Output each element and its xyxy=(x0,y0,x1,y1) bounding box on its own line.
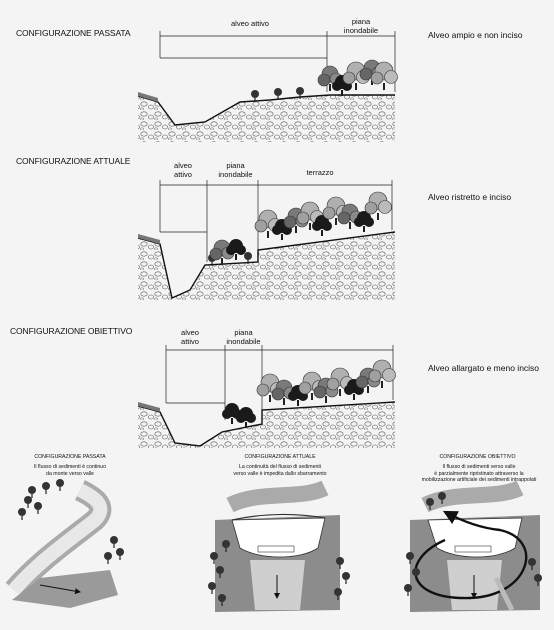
profile-current xyxy=(137,180,396,300)
map-current xyxy=(208,480,350,612)
label-active-channel: alveo attivo xyxy=(174,161,192,179)
label-floodplain: piana inondabile xyxy=(218,161,253,179)
section-description-current: Alveo ristretto e inciso xyxy=(428,192,512,202)
label-floodplain: piana inondabile xyxy=(343,17,379,35)
profile-target xyxy=(137,345,396,448)
label-active-channel: alveo attivo xyxy=(231,19,269,28)
bottom-title-target: CONFIGURAZIONE OBIETTIVO xyxy=(439,454,516,460)
bottom-text-current: La continuità del flusso di sedimenti ve… xyxy=(233,464,327,477)
bottom-text-target: Il flusso di sedimenti verso valle è par… xyxy=(421,464,537,483)
profile-past xyxy=(137,31,398,142)
label-active-channel: alveo attivo xyxy=(181,328,199,346)
bottom-title-current: CONFIGURAZIONE ATTUALE xyxy=(244,454,316,460)
bottom-title-past: CONFIGURAZIONE PASSATA xyxy=(34,454,106,460)
section-description-target: Alveo allargato e meno inciso xyxy=(428,363,540,373)
bottom-text-past: Il flusso di sedimenti è continuo da mon… xyxy=(33,464,107,477)
label-floodplain: piana inondabile xyxy=(226,328,261,346)
section-title-current: CONFIGURAZIONE ATTUALE xyxy=(16,156,131,166)
map-past xyxy=(5,479,124,608)
label-terrace: terrazzo xyxy=(306,168,334,177)
section-title-target: CONFIGURAZIONE OBIETTIVO xyxy=(10,326,133,336)
map-target xyxy=(404,480,542,612)
section-title-past: CONFIGURAZIONE PASSATA xyxy=(16,28,131,38)
section-description-past: Alveo ampio e non inciso xyxy=(428,30,523,40)
